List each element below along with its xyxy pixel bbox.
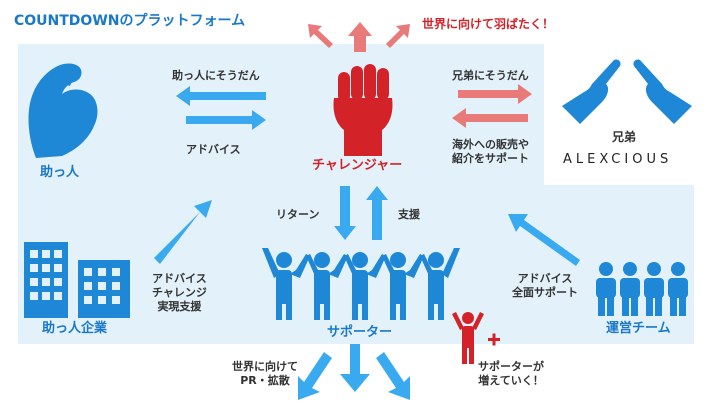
challenger-label: チャレンジャー [312, 158, 403, 173]
flexing-arm-icon [28, 63, 98, 158]
brother-exchange-arrows [452, 84, 532, 128]
supporter-growth-label: サポーターが 増えていく！ [478, 360, 544, 387]
support-label: 支援 [398, 208, 420, 221]
alexcious-logo: ALEXCIOUS [563, 152, 673, 167]
helper-label: 助っ人 [40, 165, 80, 180]
team-to-challenger-arrow [508, 214, 580, 266]
helper-exchange-arrows [176, 86, 266, 130]
supporters-label: サポーター [327, 325, 393, 340]
slogan: 世界に向けて羽ばたく！ [422, 17, 555, 31]
team-support-label: アドバイス 全面サポート [512, 272, 578, 299]
fist-icon [333, 64, 393, 156]
team-people-icon [596, 262, 688, 316]
hands-triangle-icon [562, 59, 692, 124]
companies-label: 助っ人企業 [42, 321, 108, 336]
return-label: リターン [276, 208, 320, 221]
platform-title: COUNTDOWNのプラットフォーム [14, 13, 246, 29]
center-arrows [334, 186, 388, 240]
upward-arrows [308, 22, 410, 52]
brother-label: 兄弟 [612, 130, 637, 144]
helper-advice-label: アドバイス [186, 143, 241, 156]
outward-arrows [298, 344, 410, 400]
supporters-group-icon [262, 248, 460, 320]
pr-label: 世界に向けて PR・拡散 [232, 360, 298, 387]
brother-support-label: 海外への販売や 紹介をサポート [452, 138, 529, 165]
new-supporter-icon [452, 312, 500, 364]
buildings-icon [24, 242, 130, 318]
companies-advice-label: アドバイス チャレンジ 実現支援 [152, 272, 207, 313]
brother-consult-label: 兄弟にそうだん [452, 69, 529, 82]
team-label: 運営チーム [606, 321, 671, 336]
company-to-challenger-arrow [154, 200, 212, 264]
helper-consult-label: 助っ人にそうだん [172, 69, 260, 82]
